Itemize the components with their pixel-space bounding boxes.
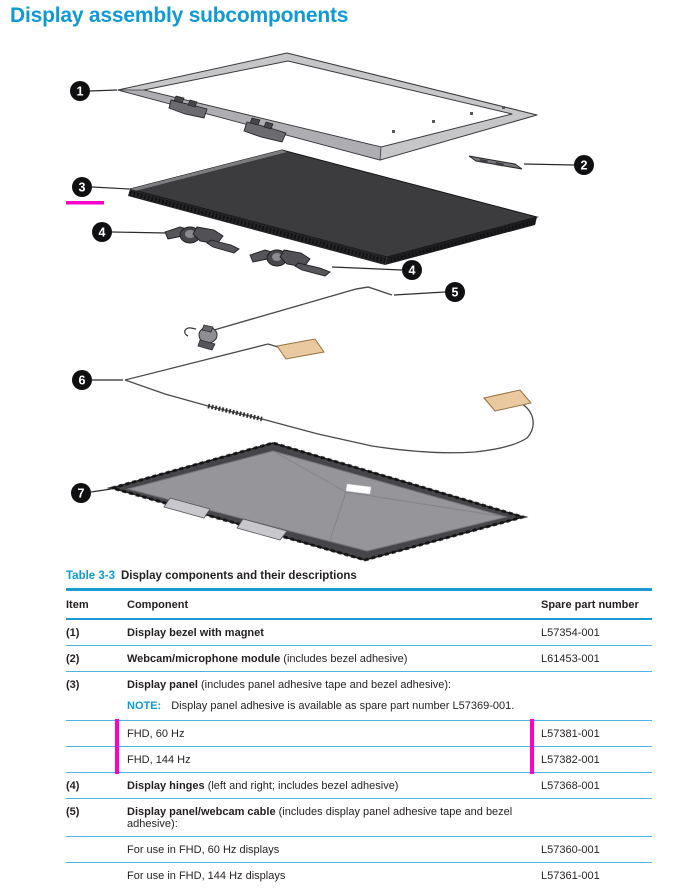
table-caption-title: Display components and their description… bbox=[121, 570, 357, 582]
cell-component: Display bezel with magnet bbox=[127, 627, 264, 639]
cell-part-number: L61453-001 bbox=[541, 653, 600, 665]
components-table: Table 3-3 Display components and their de… bbox=[66, 570, 652, 888]
header-part-number: Spare part number bbox=[541, 599, 639, 611]
svg-text:7: 7 bbox=[78, 487, 85, 501]
back-cover-illustration bbox=[106, 441, 529, 562]
table-row: FHD, 60 Hz L57381-001 bbox=[66, 719, 652, 748]
callout-1: 1 bbox=[70, 81, 90, 101]
note: NOTE:Display panel adhesive is available… bbox=[127, 700, 515, 712]
cell-part-number: L57360-001 bbox=[541, 844, 600, 856]
callout-leader-lines bbox=[89, 89, 575, 493]
table-row: (3) Display panel (includes panel adhesi… bbox=[66, 672, 652, 721]
svg-text:5: 5 bbox=[452, 286, 459, 300]
svg-text:4: 4 bbox=[99, 226, 106, 240]
display-hinge-left-illustration bbox=[164, 226, 240, 254]
svg-text:4: 4 bbox=[409, 264, 416, 278]
table-row: For use in FHD, 60 Hz displays L57360-00… bbox=[66, 837, 652, 863]
callout-7: 7 bbox=[71, 483, 91, 503]
table-row: For use in FHD, 144 Hz displays L57361-0… bbox=[66, 863, 652, 888]
cell-part-number bbox=[541, 799, 652, 812]
cell-part-number: L57381-001 bbox=[530, 719, 652, 748]
webcam-cable-illustration bbox=[184, 286, 393, 351]
change-highlight-bar bbox=[115, 719, 119, 748]
table-header-row: Item Component Spare part number bbox=[66, 591, 652, 620]
callout-4-left: 4 bbox=[92, 222, 112, 242]
display-assembly-exploded-diagram: 1 2 3 4 4 5 6 7 bbox=[66, 52, 594, 562]
cell-component: FHD, 144 Hz bbox=[115, 745, 541, 774]
table-row: (4) Display hinges (left and right; incl… bbox=[66, 773, 652, 799]
cell-component: Webcam/microphone module (includes bezel… bbox=[127, 653, 408, 665]
cell-item: (1) bbox=[66, 627, 80, 639]
callout-3: 3 bbox=[72, 177, 92, 197]
cell-part-number bbox=[541, 672, 652, 685]
cell-part-number: L57382-001 bbox=[530, 745, 652, 774]
callout-6: 6 bbox=[72, 370, 92, 390]
display-hinge-right-illustration bbox=[249, 249, 331, 277]
cell-component: FHD, 60 Hz bbox=[115, 719, 541, 748]
display-bezel-illustration bbox=[117, 52, 538, 161]
note-label: NOTE: bbox=[127, 700, 162, 712]
table-row: (2) Webcam/microphone module (includes b… bbox=[66, 646, 652, 672]
table-row: FHD, 144 Hz L57382-001 bbox=[66, 745, 652, 774]
cell-component: For use in FHD, 144 Hz displays bbox=[127, 870, 286, 882]
webcam-module-illustration bbox=[468, 155, 523, 170]
cell-item: (2) bbox=[66, 653, 80, 665]
display-panel-illustration bbox=[128, 149, 539, 265]
cell-component: Display panel/webcam cable (includes dis… bbox=[127, 806, 513, 830]
callout-2: 2 bbox=[574, 155, 594, 175]
cell-part-number: L57368-001 bbox=[541, 780, 600, 792]
table-caption-label: Table 3-3 bbox=[66, 570, 115, 582]
table-row: (1) Display bezel with magnet L57354-001 bbox=[66, 620, 652, 646]
svg-text:1: 1 bbox=[77, 85, 84, 99]
cell-item bbox=[66, 863, 127, 876]
antenna-cable-illustration bbox=[124, 338, 534, 454]
svg-text:3: 3 bbox=[79, 181, 86, 195]
cell-part-number: L57361-001 bbox=[541, 870, 600, 882]
table-row: (5) Display panel/webcam cable (includes… bbox=[66, 799, 652, 837]
table-caption: Table 3-3 Display components and their de… bbox=[66, 570, 652, 582]
callout-5: 5 bbox=[445, 282, 465, 302]
cell-part-number: L57354-001 bbox=[541, 627, 600, 639]
cell-component: For use in FHD, 60 Hz displays bbox=[127, 844, 280, 856]
svg-text:2: 2 bbox=[581, 159, 588, 173]
header-item: Item bbox=[66, 599, 89, 611]
change-highlight-bar bbox=[530, 719, 534, 748]
callout-4-right: 4 bbox=[402, 260, 422, 280]
cell-component: Display hinges (left and right; includes… bbox=[127, 780, 399, 792]
change-highlight-bar bbox=[115, 745, 119, 774]
svg-text:6: 6 bbox=[79, 374, 86, 388]
cell-item: (4) bbox=[66, 780, 80, 792]
cell-component: Display panel (includes panel adhesive t… bbox=[127, 672, 541, 720]
cell-item: (3) bbox=[66, 679, 80, 691]
change-highlight-mark bbox=[66, 201, 104, 205]
header-component: Component bbox=[127, 599, 189, 611]
change-highlight-bar bbox=[530, 745, 534, 774]
cell-item bbox=[66, 837, 127, 850]
cell-item: (5) bbox=[66, 806, 80, 818]
page-title: Display assembly subcomponents bbox=[10, 4, 349, 27]
